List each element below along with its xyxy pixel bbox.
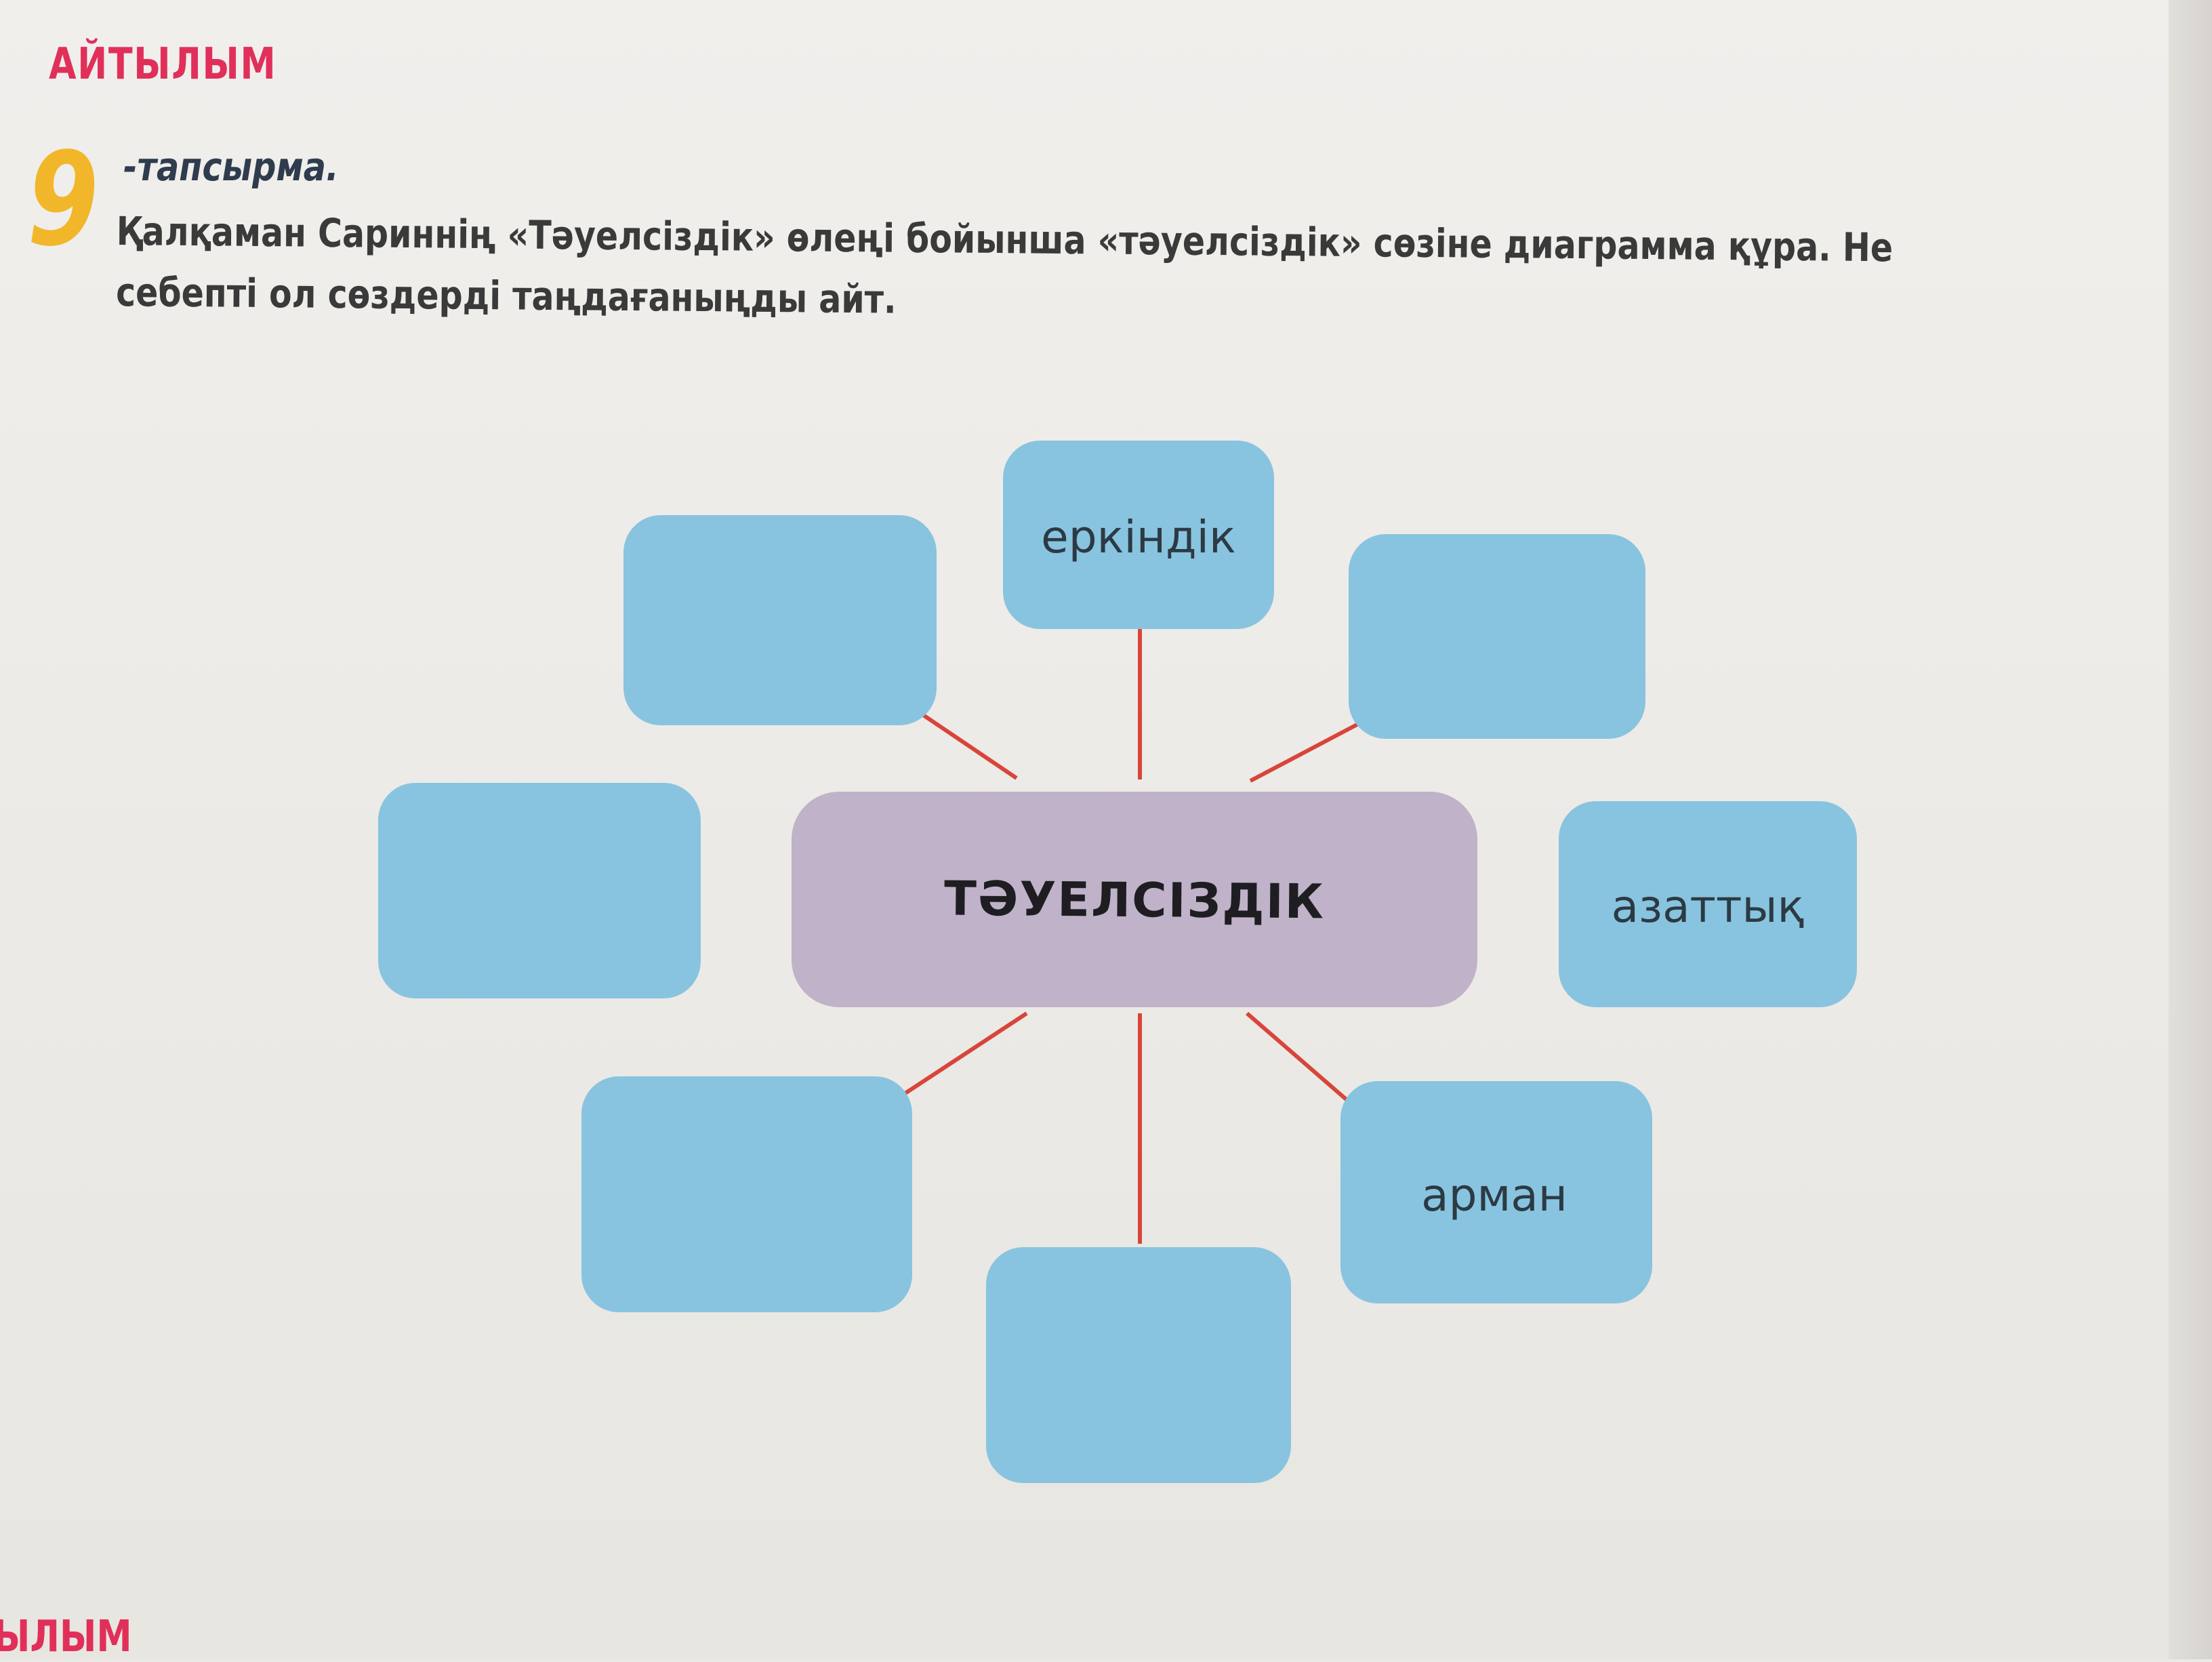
task-label: -тапсырма. — [123, 144, 339, 190]
node-top-right[interactable] — [1349, 534, 1645, 739]
task-number: 9 — [27, 125, 99, 275]
node-bottom-left[interactable] — [581, 1076, 912, 1312]
node-top[interactable]: еркіндік — [1003, 441, 1274, 629]
center-node: ТӘУЕЛСІЗДІК — [792, 792, 1477, 1007]
node-top-left[interactable] — [623, 515, 937, 725]
connector-top-left — [917, 710, 1018, 780]
connectors — [897, 627, 1364, 1244]
connector-bottom-left — [897, 1011, 1028, 1100]
node-bottom[interactable] — [986, 1247, 1291, 1483]
center-label: ТӘУЕЛСІЗДІК — [944, 871, 1326, 930]
node-left[interactable] — [378, 783, 701, 998]
node-right[interactable]: азаттық — [1559, 801, 1857, 1007]
connector-bottom-right — [1246, 1011, 1350, 1103]
connector-top-right — [1249, 720, 1364, 783]
node-bottom-right[interactable]: арман — [1340, 1081, 1652, 1303]
page-edge — [2169, 0, 2212, 1659]
footer-section-word: ЫЛЫМ — [0, 1612, 132, 1662]
section-title: АЙТЫЛЫМ — [49, 39, 277, 89]
node-label: азаттық — [1612, 880, 1805, 933]
node-label: арман — [1421, 1169, 1568, 1221]
node-label: еркіндік — [1041, 511, 1236, 563]
